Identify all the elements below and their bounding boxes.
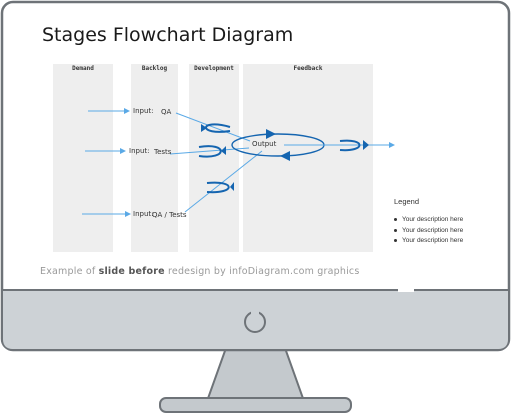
monitor-stand-base [159, 397, 352, 413]
bullet-icon [394, 238, 397, 242]
loop-arrow-icon [201, 124, 207, 132]
input-label-qa-item: QA [161, 108, 172, 116]
bullet-icon [394, 217, 397, 221]
column-header-development: Development [194, 65, 234, 72]
loop-arrow-icon [230, 182, 234, 191]
legend-item-text: Your description here [402, 216, 464, 223]
column-header-backlog: Backlog [141, 65, 168, 72]
connector-qa-output [175, 112, 251, 142]
legend-item-text: Your description here [402, 227, 464, 234]
legend-item: Your description here [394, 227, 463, 234]
connector-qatests-output [184, 150, 263, 213]
output-loop-arrow-top [266, 129, 276, 139]
input-label-tests-item: Tests [154, 148, 172, 156]
power-button-icon [244, 308, 266, 333]
loop-arrow-icon [198, 145, 222, 158]
legend-item: Your description here [394, 216, 463, 223]
column-development [189, 64, 239, 252]
slide-caption: Example of slide before redesign by info… [40, 266, 360, 277]
monitor-chin [3, 290, 508, 349]
input-label-qatests-prefix: Input: [133, 210, 154, 218]
bezel-notch [398, 287, 414, 292]
caption-prefix: Example of [40, 266, 99, 277]
input-label-tests-prefix: Input: [129, 147, 150, 155]
output-label: Output [252, 140, 277, 148]
column-header-feedback: Feedback [293, 65, 323, 72]
input-label-qatests-item: QA / Tests [152, 211, 187, 219]
loop-arrow-icon [221, 146, 226, 155]
monitor-stand-neck [204, 347, 307, 405]
caption-suffix: redesign by infoDiagram.com graphics [164, 266, 360, 277]
output-loop-arrow-bottom [280, 151, 290, 161]
column-backlog [131, 64, 178, 252]
caption-bold: slide before [98, 266, 165, 277]
input-label-qa-prefix: Input: [133, 107, 154, 115]
legend-item: Your description here [394, 237, 463, 244]
column-feedback [243, 64, 373, 252]
column-header-demand: Demand [72, 65, 94, 72]
loop-arrow-icon [206, 181, 230, 194]
loop-arrow-icon [339, 139, 361, 152]
legend-item-text: Your description here [402, 237, 464, 244]
slide-title: Stages Flowchart Diagram [42, 24, 294, 46]
legend-title: Legend [394, 197, 420, 206]
column-demand [53, 64, 113, 252]
loop-arrow-icon [363, 140, 369, 150]
bullet-icon [394, 228, 397, 232]
